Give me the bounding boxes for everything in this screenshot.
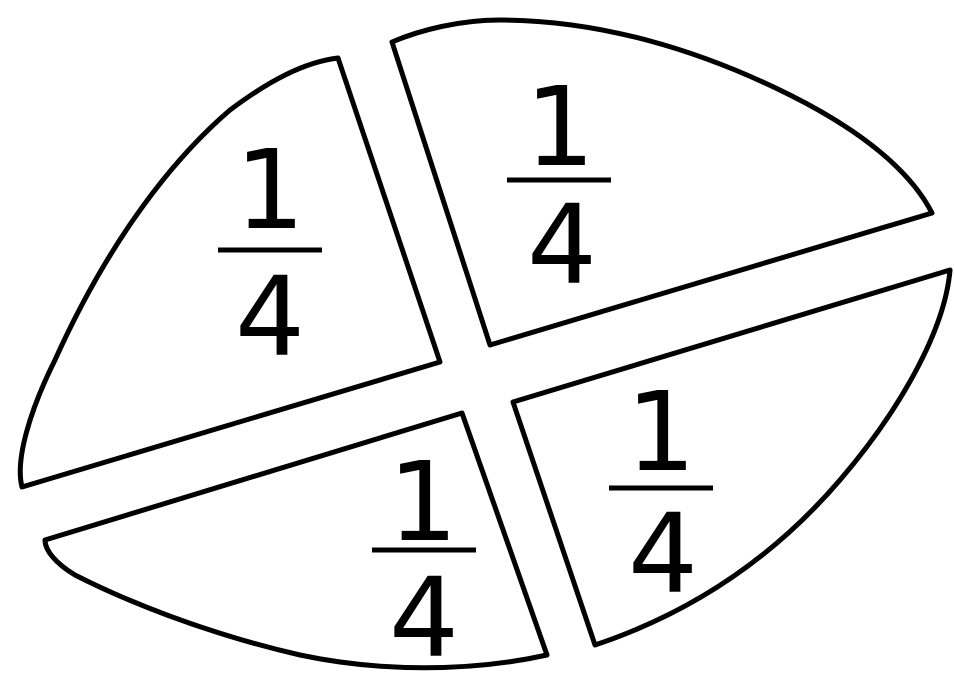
fraction-bottom-left-numerator: 1 xyxy=(388,438,458,566)
piece-bottom-right-outline xyxy=(513,270,950,645)
fraction-top-right-numerator: 1 xyxy=(525,63,595,191)
fraction-bottom-right-numerator: 1 xyxy=(626,368,696,496)
fraction-top-right-denominator: 4 xyxy=(527,181,597,309)
piece-top-right: 1 4 xyxy=(392,20,932,345)
piece-top-left-outline xyxy=(20,58,440,487)
piece-top-right-outline xyxy=(392,20,932,345)
fraction-bottom-right-denominator: 4 xyxy=(628,490,698,618)
fraction-top-left-denominator: 4 xyxy=(235,253,305,381)
fraction-bottom-left-denominator: 4 xyxy=(389,554,459,678)
piece-top-left: 1 4 xyxy=(20,58,440,487)
piece-bottom-right: 1 4 xyxy=(513,270,950,645)
fraction-top-left-numerator: 1 xyxy=(235,126,305,254)
